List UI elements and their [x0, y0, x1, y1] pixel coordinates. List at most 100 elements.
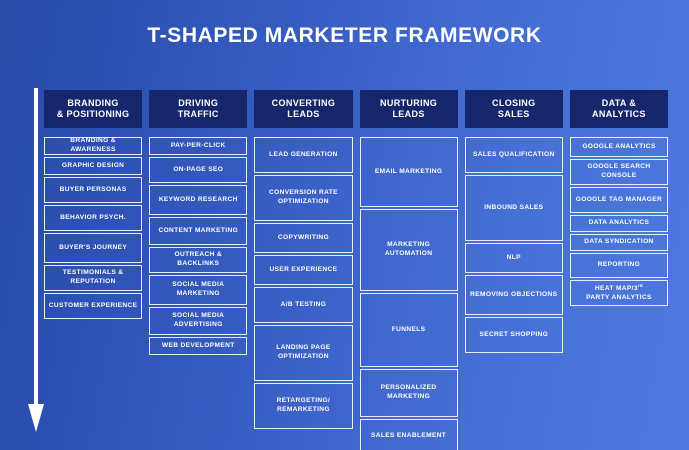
column-body-closing-sales: SALES QUALIFICATION INBOUND SALES NLP REMOV…	[464, 137, 563, 353]
skill-card[interactable]: OUTREACH & BACKLINKS	[149, 247, 248, 273]
skill-card[interactable]: REPORTING	[569, 253, 669, 278]
skill-card-label: GOOGLE TAG MANAGER	[575, 195, 663, 203]
skill-card[interactable]: GOOGLE TAG MANAGER	[569, 187, 669, 213]
ordinal-superscript: rd	[637, 283, 643, 289]
skill-card[interactable]: KEYWORD RESEARCH	[149, 185, 248, 215]
skill-card-label: BUYER'S JOURNEY	[59, 243, 128, 251]
skill-card-label: A/B TESTING	[280, 300, 327, 308]
skill-card-label: DATA SYNDICATION	[584, 238, 654, 246]
skill-card-label-line2: PARTY ANALYTICS	[586, 294, 652, 302]
column-header-line1: NURTURING	[380, 97, 438, 108]
skill-card[interactable]: REMOVING OBJECTIONS	[464, 275, 563, 315]
skill-card[interactable]: LANDING PAGE OPTIMIZATION	[254, 325, 353, 381]
skill-card[interactable]: COPYWRITING	[254, 223, 353, 253]
skill-card-label: TESTIMONIALS & REPUTATION	[62, 269, 124, 285]
skill-card[interactable]: SOCIAL MEDIA MARKETING	[149, 275, 248, 305]
skill-card[interactable]: ON-PAGE SEO	[149, 157, 248, 183]
column-body-nurturing-leads: EMAIL MARKETING MARKETING AUTOMATION FUNNE…	[359, 137, 458, 450]
skill-card[interactable]: SECRET SHOPPING	[464, 317, 563, 353]
skill-card-label: NLP	[506, 253, 521, 261]
column-header-line1: DRIVING	[178, 97, 219, 108]
skill-card[interactable]: FUNNELS	[359, 293, 458, 367]
column-body-driving-traffic: PAY-PER-CLICK ON-PAGE SEO KEYWORD RESEARCH…	[149, 137, 248, 355]
skill-card[interactable]: TESTIMONIALS & REPUTATION	[44, 265, 143, 291]
skill-card-label: WEB DEVELOPMENT	[161, 341, 235, 349]
skill-card-label: GOOGLE ANALYTICS	[582, 142, 656, 150]
skill-card-label: KEYWORD RESEARCH	[158, 195, 238, 203]
skill-card-label: OUTREACH & BACKLINKS	[174, 251, 222, 267]
skill-card-label: DATA ANALYTICS	[588, 219, 650, 227]
downward-depth-arrow	[28, 88, 44, 432]
skill-card-label: GOOGLE SEARCH CONSOLE	[587, 163, 651, 179]
skill-card[interactable]: USER EXPERIENCE	[254, 255, 353, 285]
skill-card-label: BEHAVIOR PSYCH.	[60, 213, 127, 221]
skill-card[interactable]: GRAPHIC DESIGN	[44, 157, 143, 175]
skill-card[interactable]: GOOGLE ANALYTICS	[569, 137, 669, 157]
skill-card-label: SALES ENABLEMENT	[370, 431, 447, 439]
skill-card-label: MARKETING AUTOMATION	[384, 241, 433, 257]
skill-card[interactable]: PERSONALIZED MARKETING	[359, 369, 458, 417]
skill-card[interactable]: CONVERSION RATE OPTIMIZATION	[254, 175, 353, 221]
skill-card-label: BUYER PERSONAS	[59, 185, 127, 193]
skill-card[interactable]: SALES QUALIFICATION	[464, 137, 563, 173]
skill-card[interactable]: A/B TESTING	[254, 287, 353, 323]
skill-card-label: SECRET SHOPPING	[479, 330, 549, 338]
skill-card[interactable]: BUYER PERSONAS	[44, 177, 143, 203]
skill-card-label: CUSTOMER EXPERIENCE	[48, 301, 138, 309]
column-header-line2: ANALYTICS	[592, 109, 646, 119]
skill-card[interactable]: SOCIAL MEDIA ADVERTISING	[149, 307, 248, 335]
skill-card[interactable]: CONTENT MARKETING	[149, 217, 248, 245]
skill-card-label: LEAD GENERATION	[269, 150, 338, 158]
skill-card[interactable]: LEAD GENERATION	[254, 137, 353, 173]
skill-card-label: BRANDING & AWARENESS	[70, 137, 116, 153]
skill-card[interactable]: DATA ANALYTICS	[569, 215, 669, 232]
skill-card[interactable]: NLP	[464, 243, 563, 273]
skill-card-label: ON-PAGE SEO	[173, 165, 224, 173]
framework-grid: BRANDING& POSITIONING BRANDING & AWARENES…	[44, 90, 669, 450]
skill-card[interactable]: MARKETING AUTOMATION	[359, 209, 458, 291]
skill-card-label: RETARGETING/ REMARKETING	[276, 397, 331, 413]
skill-card-label: PAY-PER-CLICK	[170, 141, 226, 149]
skill-card[interactable]: GOOGLE SEARCH CONSOLE	[569, 159, 669, 185]
column-header-line2: SALES	[497, 109, 530, 119]
skill-card-label: SALES QUALIFICATION	[472, 150, 555, 158]
skill-card[interactable]: RETARGETING/ REMARKETING	[254, 383, 353, 429]
skill-card[interactable]: CUSTOMER EXPERIENCE	[44, 293, 143, 319]
skill-card-label: GRAPHIC DESIGN	[61, 161, 125, 169]
skill-card-label: CONTENT MARKETING	[158, 226, 239, 234]
skill-card[interactable]: BRANDING & AWARENESS	[44, 137, 143, 155]
skill-card[interactable]: BUYER'S JOURNEY	[44, 233, 143, 263]
skill-card[interactable]: WEB DEVELOPMENT	[149, 337, 248, 355]
column-header-branding-positioning[interactable]: BRANDING& POSITIONING	[44, 90, 143, 128]
skill-card-label: SOCIAL MEDIA MARKETING	[172, 281, 225, 297]
page-title: T-SHAPED MARKETER FRAMEWORK	[147, 24, 542, 47]
column-data-analytics: DATA &ANALYTICS GOOGLE ANALYTICS GOOGLE SE…	[569, 90, 669, 306]
skill-card-label-pre: HEAT MAP/3	[594, 285, 638, 293]
skill-card-label: PERSONALIZED MARKETING	[380, 384, 437, 400]
column-header-line1: CONVERTING	[271, 97, 336, 108]
column-branding-positioning: BRANDING& POSITIONING BRANDING & AWARENES…	[44, 90, 143, 319]
skill-card[interactable]: BEHAVIOR PSYCH.	[44, 205, 143, 231]
skill-card[interactable]: PAY-PER-CLICK	[149, 137, 248, 155]
column-header-line1: CLOSING	[492, 97, 536, 108]
column-header-line2: TRAFFIC	[177, 109, 219, 119]
skill-card-label: REPORTING	[597, 261, 641, 269]
skill-card[interactable]: EMAIL MARKETING	[359, 137, 458, 207]
column-header-line1: DATA &	[601, 97, 637, 108]
skill-card[interactable]: INBOUND SALES	[464, 175, 563, 241]
skill-card[interactable]: DATA SYNDICATION	[569, 234, 669, 251]
column-header-data-analytics[interactable]: DATA &ANALYTICS	[569, 90, 669, 128]
skill-card-label: USER EXPERIENCE	[269, 265, 338, 273]
skill-card[interactable]: SALES ENABLEMENT	[359, 419, 458, 450]
skill-card-label: SOCIAL MEDIA ADVERTISING	[172, 312, 225, 328]
column-body-data-analytics: GOOGLE ANALYTICS GOOGLE SEARCH CONSOLE GOO…	[569, 137, 669, 306]
